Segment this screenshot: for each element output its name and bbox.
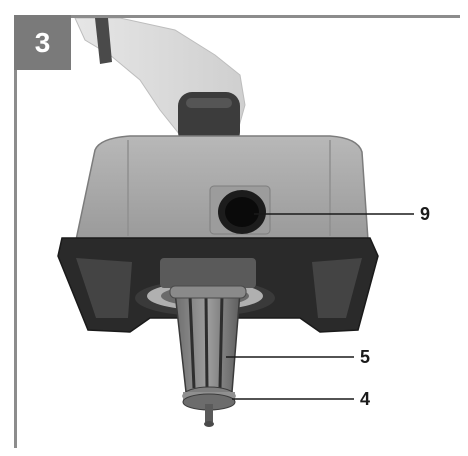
filter-cap xyxy=(182,386,236,427)
callout-5: 5 xyxy=(360,347,371,367)
top-handle xyxy=(178,92,240,146)
product-photo xyxy=(57,18,414,427)
step-number-badge: 3 xyxy=(14,15,71,70)
callout-4: 4 xyxy=(360,389,371,409)
filter-cage xyxy=(169,285,247,393)
frame-top-border xyxy=(14,15,460,18)
housing xyxy=(75,135,369,241)
callout-9: 9 xyxy=(420,204,431,224)
leader-lines xyxy=(226,213,414,400)
frame-left-border xyxy=(14,15,17,448)
